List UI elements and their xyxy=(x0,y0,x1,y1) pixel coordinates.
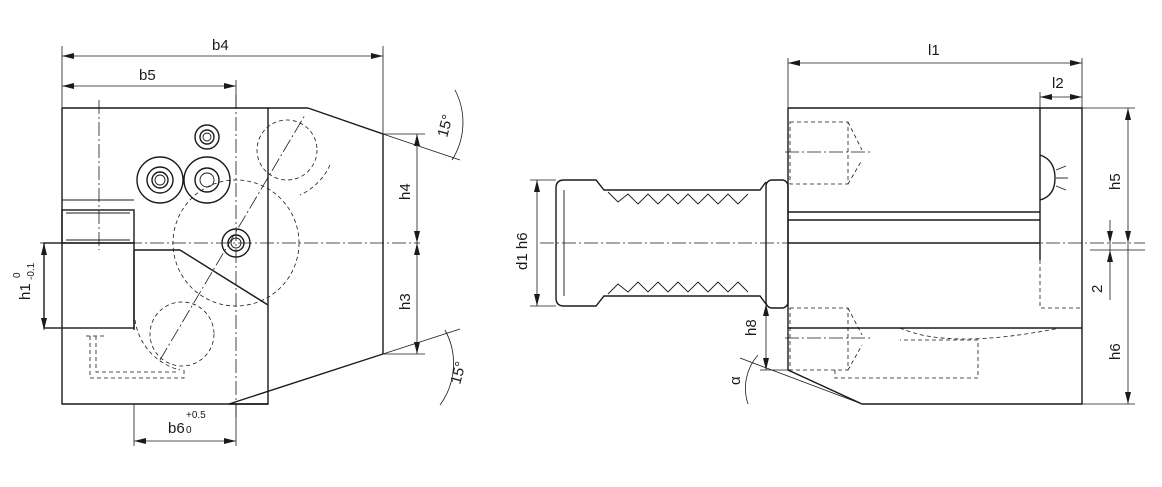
label-alpha: α xyxy=(727,376,744,385)
label-d1: d1 h6 xyxy=(514,232,531,270)
label-h8: h8 xyxy=(743,319,760,336)
label-b6-tol-upper: +0.5 xyxy=(186,410,206,421)
label-b5: b5 xyxy=(139,67,156,84)
label-h1-tol-upper: 0 xyxy=(12,272,23,278)
label-h1: h1 xyxy=(17,283,34,300)
label-b4: b4 xyxy=(212,37,229,54)
label-h5: h5 xyxy=(1107,173,1124,190)
label-b6: b6 xyxy=(168,420,185,437)
label-h3: h3 xyxy=(397,293,414,310)
label-dim-2: 2 xyxy=(1089,285,1106,293)
label-b6-tol-lower: 0 xyxy=(186,425,192,436)
label-h4: h4 xyxy=(397,183,414,200)
label-l2: l2 xyxy=(1052,75,1064,92)
side-view xyxy=(530,58,1145,405)
label-angle-bottom: 15° xyxy=(447,360,469,386)
label-l1: l1 xyxy=(928,42,940,59)
front-view xyxy=(40,46,464,446)
label-angle-top: 15° xyxy=(434,113,456,139)
label-h1-tol-lower: -0.1 xyxy=(26,262,37,280)
label-h6: h6 xyxy=(1107,343,1124,360)
